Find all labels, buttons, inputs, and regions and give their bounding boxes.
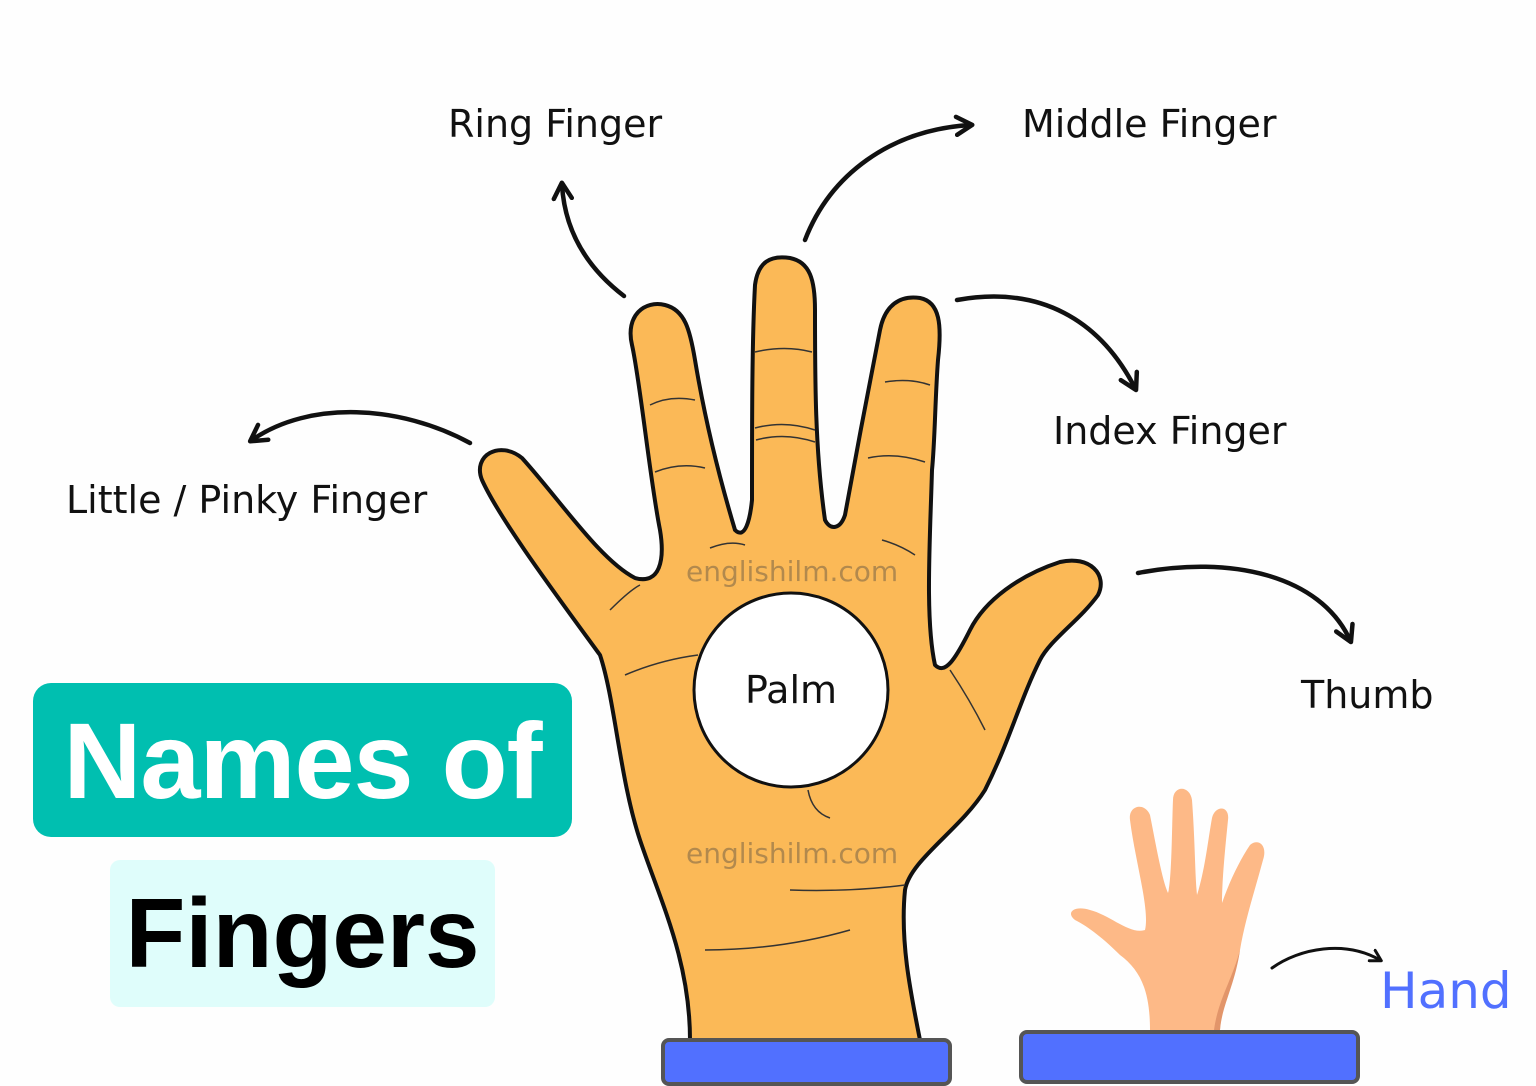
title-names-of: Names of xyxy=(33,683,572,837)
label-palm: Palm xyxy=(744,668,838,712)
arrow-hand xyxy=(1270,947,1383,970)
label-middle-finger: Middle Finger xyxy=(1022,102,1277,146)
label-thumb: Thumb xyxy=(1301,673,1434,717)
label-index-finger: Index Finger xyxy=(1053,409,1287,453)
hand-creases xyxy=(609,347,986,951)
palm-circle xyxy=(692,591,890,789)
sleeve-large xyxy=(661,1038,952,1086)
label-ring-finger: Ring Finger xyxy=(448,102,663,146)
arrow-little xyxy=(247,410,473,446)
arrow-index xyxy=(954,294,1140,393)
watermark: englishilm.com xyxy=(686,837,899,870)
arrow-ring xyxy=(551,180,627,299)
arrow-middle xyxy=(802,114,975,243)
arrow-thumb xyxy=(1135,564,1355,645)
small-hand xyxy=(1070,788,1265,1030)
small-hand-shadow xyxy=(1214,950,1240,1030)
title-fingers: Fingers xyxy=(110,860,495,1007)
watermark: englishilm.com xyxy=(686,555,899,588)
label-hand: Hand xyxy=(1380,962,1512,1020)
label-little-finger: Little / Pinky Finger xyxy=(66,478,428,522)
sleeve-small xyxy=(1019,1030,1360,1084)
